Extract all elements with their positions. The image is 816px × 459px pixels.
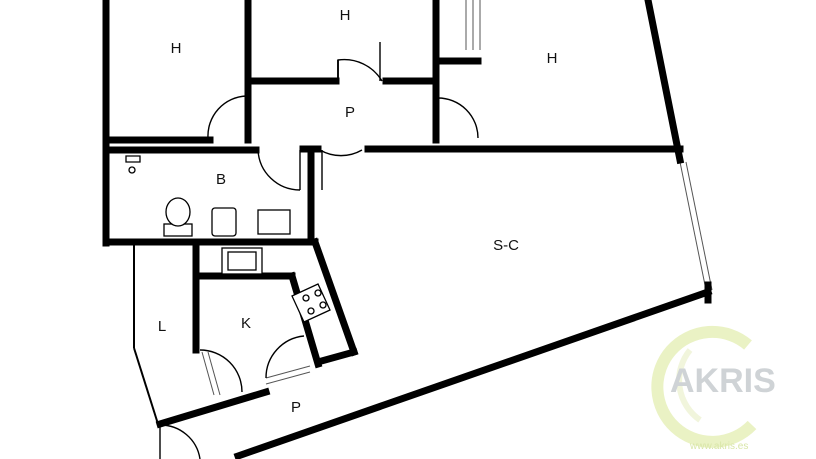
watermark-url: www.akris.es xyxy=(689,441,748,452)
kitchen-fixtures xyxy=(221,247,331,323)
bathroom-fixtures xyxy=(125,155,291,237)
walls xyxy=(102,0,713,459)
doors xyxy=(159,42,479,459)
room-label-b: B xyxy=(216,171,226,188)
room-label-k: K xyxy=(241,315,251,332)
room-label-h-right: H xyxy=(547,50,558,67)
windows xyxy=(201,0,713,396)
room-label-l: L xyxy=(158,318,166,335)
room-label-p-lower: P xyxy=(291,399,301,416)
room-label-h-center: H xyxy=(340,7,351,24)
room-label-h-left: H xyxy=(171,40,182,57)
watermark-brand: AKRIS xyxy=(670,362,776,400)
room-labels: H H H P B S-C L K P xyxy=(158,7,558,416)
room-label-sc: S-C xyxy=(493,237,519,254)
watermark-logo: AKRIS www.akris.es xyxy=(651,325,776,452)
room-label-p-upper: P xyxy=(345,104,355,121)
